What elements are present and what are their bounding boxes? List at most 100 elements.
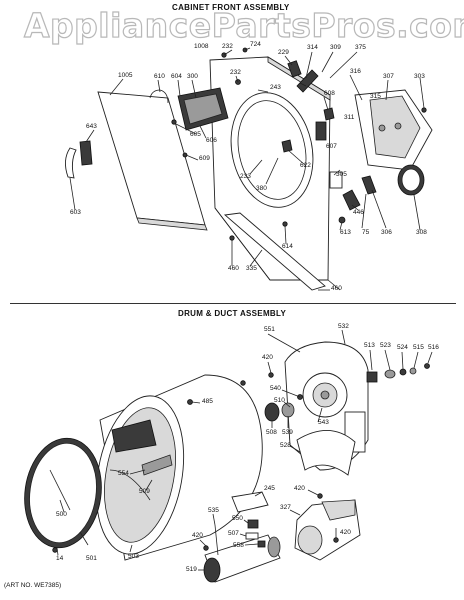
screw-part-14 (52, 547, 58, 553)
screw-part-420-top (268, 372, 274, 378)
leader-lines-cabinet (69, 47, 425, 291)
callout-516: 516 (428, 344, 439, 351)
callout-1008: 1008 (194, 43, 209, 50)
section-title-drum-duct: DRUM & DUCT ASSEMBLY (178, 309, 287, 318)
screw-part-420-housing (333, 537, 339, 543)
callout-513: 513 (364, 342, 375, 349)
callout-550: 550 (232, 515, 243, 522)
switch-part-550 (247, 519, 259, 529)
callout-603: 603 (70, 209, 81, 216)
callout-420-top: 420 (262, 354, 273, 361)
callout-232: 232 (222, 43, 233, 50)
callout-608: 608 (324, 90, 335, 97)
duct-part-528 (296, 430, 356, 476)
callout-519: 519 (186, 566, 197, 573)
bracket-part-306 (361, 175, 377, 195)
callout-485: 485 (202, 398, 213, 405)
callout-609: 609 (199, 155, 210, 162)
callout-311: 311 (344, 114, 355, 121)
callout-540: 540 (270, 385, 281, 392)
callout-14: 14 (56, 555, 64, 562)
callout-243: 243 (270, 84, 281, 91)
callout-613: 613 (340, 229, 351, 236)
callout-305: 305 (336, 171, 347, 178)
callout-327: 327 (280, 504, 291, 511)
callout-308: 308 (416, 229, 427, 236)
callout-446: 446 (353, 209, 364, 216)
callout-460-right: 460 (331, 285, 342, 292)
callout-554: 554 (118, 470, 129, 477)
callout-606: 606 (206, 137, 217, 144)
callout-509: 509 (139, 488, 150, 495)
callout-307: 307 (383, 73, 394, 80)
section-title-cabinet-front: CABINET FRONT ASSEMBLY (172, 3, 290, 12)
callout-420-motor: 420 (192, 532, 203, 539)
callout-460-left: 460 (228, 265, 239, 272)
door-handle-part (65, 147, 77, 179)
callout-614: 614 (282, 243, 293, 250)
screw-part-420-motor (203, 545, 209, 551)
callout-335: 335 (246, 265, 257, 272)
callout-605: 605 (190, 131, 201, 138)
callout-523: 523 (380, 342, 391, 349)
callout-622: 622 (300, 162, 311, 169)
console-panel-part (354, 89, 433, 171)
screw-part-485 (187, 399, 193, 405)
screw-part-605 (171, 119, 177, 125)
callout-508: 508 (266, 429, 277, 436)
switch-part-558 (257, 540, 266, 548)
screw-part-420-blower (317, 493, 323, 499)
screw-part-303 (421, 107, 427, 113)
blower-housing-part (294, 499, 361, 561)
callout-604: 604 (171, 73, 182, 80)
callout-229: 229 (278, 49, 289, 56)
callout-535: 535 (208, 507, 219, 514)
callout-507: 507 (228, 530, 239, 537)
art-number: (ART NO. WE7385) (4, 582, 62, 589)
callout-233: 233 (240, 173, 251, 180)
callout-510: 510 (274, 397, 285, 404)
callout-607: 607 (326, 143, 337, 150)
callout-643: 643 (86, 123, 97, 130)
callout-303: 303 (414, 73, 425, 80)
callout-610: 610 (154, 73, 165, 80)
switch-part-305 (329, 171, 343, 189)
switch-part-607 (315, 121, 327, 141)
callout-501: 501 (86, 555, 97, 562)
watermark-logo: AppliancePartsPros.com (23, 5, 464, 45)
callout-315: 315 (370, 93, 381, 100)
callout-503: 503 (128, 553, 139, 560)
callout-245: 245 (264, 485, 275, 492)
duct-plate-part (231, 491, 269, 513)
callout-75: 75 (362, 229, 370, 236)
bracket-part-446 (342, 189, 361, 211)
belt-part-535 (214, 524, 219, 556)
drum-slide-part (240, 380, 246, 386)
callout-539: 539 (282, 429, 293, 436)
callout-532: 532 (338, 323, 349, 330)
leader-lines-drum (56, 329, 433, 571)
latch-part-622 (281, 139, 293, 153)
bracket-part-507 (245, 532, 259, 540)
callout-375: 375 (355, 44, 366, 51)
screw-part-460 (229, 235, 235, 241)
callout-300: 300 (187, 73, 198, 80)
toe-rail-part (223, 212, 326, 291)
drum-part (95, 374, 263, 561)
callout-306: 306 (381, 229, 392, 236)
callout-558: 558 (233, 542, 244, 549)
switch-part-229 (287, 60, 302, 78)
callout-309: 309 (330, 44, 341, 51)
callout-316: 316 (350, 68, 361, 75)
callout-551: 551 (264, 326, 275, 333)
screw-part-614 (282, 221, 288, 227)
callout-380: 380 (256, 185, 267, 192)
roller-parts (366, 363, 430, 383)
callout-543: 543 (318, 419, 329, 426)
callout-1005: 1005 (118, 72, 133, 79)
section-divider (10, 303, 456, 304)
callout-724: 724 (250, 41, 261, 48)
callout-524: 524 (397, 344, 408, 351)
